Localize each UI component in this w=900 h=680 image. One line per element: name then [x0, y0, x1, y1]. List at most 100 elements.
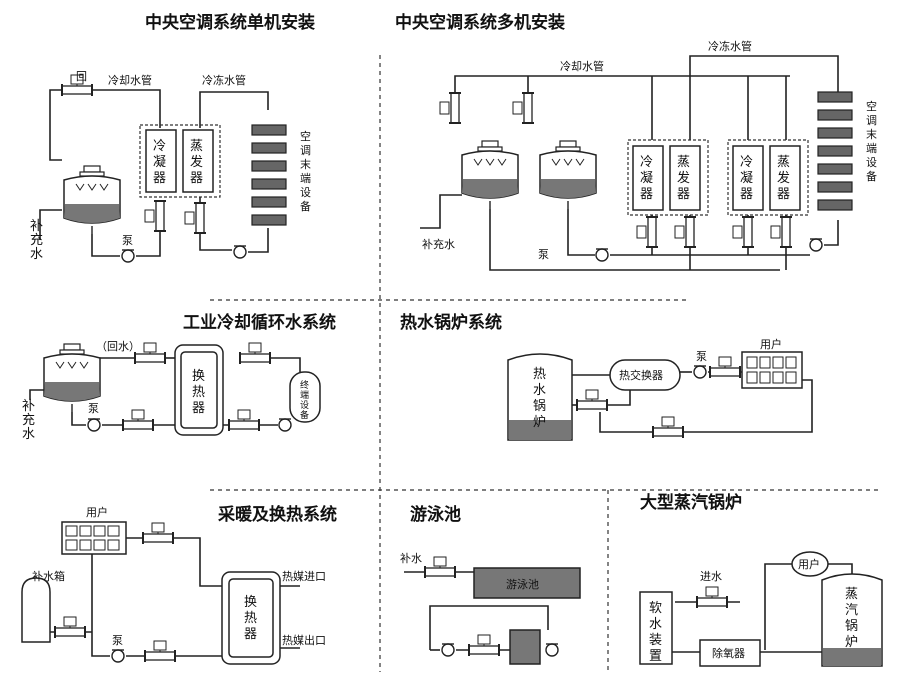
svg-text:置: 置: [649, 649, 662, 664]
svg-text:备: 备: [300, 409, 309, 421]
heating-user-grid: [65, 525, 120, 551]
makeup-tank-label: 补水箱: [32, 569, 65, 583]
single-cooling-supply: [92, 89, 161, 128]
svg-text:水: 水: [649, 617, 662, 632]
multi-cooling-main: [454, 75, 790, 120]
softener-text: 软水 装置: [649, 601, 662, 664]
svg-text:冷: 冷: [153, 139, 166, 154]
industrial-heat-exchanger-text: 换热器: [192, 369, 205, 416]
hot-water-user-grid: [746, 356, 797, 384]
steam-boiler-text: 蒸汽 锅炉: [845, 587, 858, 650]
svg-text:设: 设: [866, 156, 877, 169]
multi-makeup-label: 补充水: [422, 237, 455, 251]
svg-text:发: 发: [190, 154, 203, 170]
heating-user-label: 用户: [86, 505, 108, 519]
industrial-pump-label: 泵: [88, 402, 99, 415]
single-chilled-pipe-label: 冷冻水管: [202, 73, 246, 87]
steam-user: [791, 551, 829, 577]
hot-water-boiler: [507, 353, 573, 441]
hot-water-boiler-text: 热水 锅炉: [533, 367, 546, 430]
svg-text:冷: 冷: [740, 155, 753, 170]
heating-pump-label: 泵: [112, 634, 123, 647]
single-chilled-return: [199, 197, 232, 251]
svg-text:发: 发: [677, 170, 690, 186]
deaerator-label: 除氧器: [712, 646, 745, 660]
hot-water-pump-label: 泵: [696, 350, 707, 363]
svg-text:汽: 汽: [845, 603, 858, 618]
svg-text:设: 设: [300, 186, 311, 199]
title-hotwater: 热水锅炉系统: [400, 312, 502, 333]
title-heating: 采暖及换热系统: [217, 504, 337, 525]
svg-text:器: 器: [244, 627, 257, 642]
multi-condenser-1: [632, 145, 664, 211]
meter-label: 回: [76, 70, 87, 83]
svg-text:凝: 凝: [740, 170, 753, 186]
svg-text:水: 水: [22, 427, 35, 442]
single-pump-line: [91, 234, 120, 257]
pool-circulation: [429, 605, 549, 650]
svg-text:充: 充: [22, 412, 35, 428]
single-makeup-label: 补: [30, 219, 43, 234]
steam-boiler-water: [823, 648, 881, 666]
svg-text:调: 调: [866, 114, 877, 127]
single-chilled-supply: [199, 91, 269, 128]
svg-text:器: 器: [153, 171, 166, 186]
svg-text:调: 调: [300, 144, 311, 157]
industrial-heat-exchanger-inner: [180, 351, 218, 429]
svg-text:设: 设: [300, 400, 309, 411]
svg-text:蒸: 蒸: [845, 587, 858, 602]
swimming-pool: [473, 567, 581, 599]
multi-makeup-line: [420, 194, 462, 229]
heating-exchange-diagram: 用户 泵 补水箱 换热器 热媒进口 热媒出口: [21, 505, 326, 665]
multi-unit-diagram: 冷却水管 冷冻水管 补充水 泵 冷凝器 蒸发器 冷凝器 蒸发器: [420, 39, 877, 271]
svg-text:发: 发: [777, 170, 790, 186]
hot-water-boiler-diagram: 热水 锅炉 热交换器 泵 用户: [507, 337, 813, 441]
heat-exchanger-2: [609, 359, 681, 391]
multi-cooling-pipe-label: 冷却水管: [560, 59, 604, 73]
title-steam: 大型蒸汽锅炉: [640, 492, 742, 513]
multi-evaporator-2: [769, 145, 801, 211]
svg-text:换: 换: [244, 595, 257, 610]
multi-evaporator-2-text: 蒸发器: [777, 155, 790, 202]
single-chiller-frame: [139, 124, 221, 198]
svg-text:炉: 炉: [533, 415, 546, 430]
single-makeup-label-2: 充: [30, 232, 43, 248]
single-pump-out: [136, 228, 161, 257]
multi-return-bottom: [489, 209, 780, 271]
single-terminal-stack: [251, 124, 287, 226]
svg-text:换: 换: [192, 369, 205, 384]
industrial-pump-line: [71, 412, 86, 426]
industrial-top-to-terminal: [270, 357, 301, 372]
svg-text:端: 端: [866, 142, 877, 155]
svg-text:锅: 锅: [845, 618, 858, 634]
industrial-cooling-diagram: （回水） 换热器 终端 设备 泵 补充水: [22, 340, 321, 442]
svg-text:末: 末: [866, 127, 877, 141]
svg-text:热: 热: [192, 385, 205, 400]
svg-text:炉: 炉: [845, 635, 858, 650]
single-pump-label: 泵: [122, 234, 133, 247]
multi-condenser-2: [732, 145, 764, 211]
svg-text:凝: 凝: [153, 154, 166, 170]
single-condenser: [145, 129, 177, 193]
single-terminal-return: [248, 228, 269, 253]
multi-pump-label: 泵: [538, 248, 549, 261]
steam-line-left: [764, 563, 792, 650]
svg-text:蒸: 蒸: [190, 139, 203, 154]
svg-text:器: 器: [192, 401, 205, 416]
svg-text:空: 空: [300, 129, 311, 143]
svg-text:热: 热: [533, 367, 546, 382]
hot-water-boiler-water: [509, 420, 571, 440]
multi-terminal-label: 空调 末端 设备: [866, 99, 877, 183]
svg-text:空: 空: [866, 99, 877, 113]
single-unit-diagram: 回 冷却水管 冷冻水管 补 充 水 泵 冷凝器 蒸发器: [30, 70, 311, 263]
multi-condenser-2-text: 冷凝器: [740, 155, 753, 202]
steam-user-label: 用户: [798, 557, 820, 571]
user-return-loop: [599, 379, 813, 433]
hot-water-user: [741, 351, 803, 389]
multi-chilled-pipe-label: 冷冻水管: [708, 39, 752, 53]
svg-text:水: 水: [533, 383, 546, 398]
svg-text:锅: 锅: [533, 398, 546, 414]
svg-text:器: 器: [640, 187, 653, 202]
multi-terminal-stack: [817, 91, 853, 211]
svg-text:终: 终: [300, 379, 309, 391]
